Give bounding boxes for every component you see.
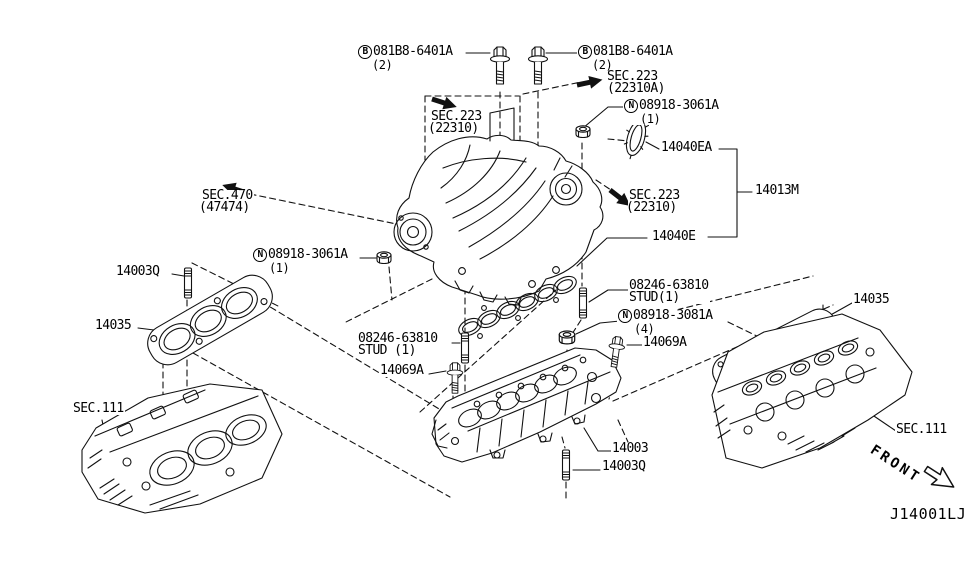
callout-14040ea: 14040EA bbox=[660, 140, 713, 155]
callout-14003: 14003 bbox=[611, 441, 650, 456]
callout-14013m: 14013M bbox=[754, 183, 800, 198]
callout-sec111-right: SEC.111 bbox=[895, 422, 948, 437]
nut-08918-top-drawing bbox=[575, 125, 591, 139]
front-arrow-icon bbox=[923, 465, 955, 488]
callout-sec223-left: SEC.223 (22310) bbox=[428, 109, 483, 136]
upper-intake-manifold-drawing bbox=[393, 107, 604, 306]
nut-08918-mid-drawing bbox=[376, 251, 392, 265]
callout-14069a-right: 14069A bbox=[642, 335, 688, 350]
callout-14035-right: 14035 bbox=[852, 292, 891, 307]
callout-sec223-right: SEC.223 (22310) bbox=[626, 188, 681, 215]
circled-n-icon: N bbox=[624, 99, 638, 113]
callout-stud-kit-right: 08246-63810 STUD(1) bbox=[628, 278, 710, 305]
collector-gasket-drawing bbox=[458, 275, 577, 339]
circled-n-icon: N bbox=[618, 309, 632, 323]
ring-gasket-drawing bbox=[623, 116, 649, 160]
nut-08918-lower-drawing bbox=[558, 330, 576, 345]
circled-b-icon: B bbox=[578, 45, 592, 59]
callout-sec470: SEC.470 (47474) bbox=[199, 188, 254, 215]
cylinder-head-left-drawing bbox=[81, 383, 283, 514]
callout-sec223-throttle: SEC.223 (22310A) bbox=[606, 69, 666, 96]
flange-bolt-right-drawing bbox=[527, 46, 549, 85]
lower-intake-manifold-drawing bbox=[431, 347, 622, 463]
bolt-14069a-left-drawing bbox=[446, 362, 464, 394]
callout-14003q-bottom: 14003Q bbox=[601, 459, 647, 474]
stud-08246-right-drawing bbox=[578, 287, 588, 319]
gasket-left-drawing bbox=[147, 274, 273, 366]
callout-14035-left: 14035 bbox=[94, 318, 133, 333]
flange-bolt-left-drawing bbox=[489, 46, 511, 85]
sec223-throttle-arrow-icon bbox=[575, 72, 605, 92]
stud-08246-left-drawing bbox=[460, 332, 470, 364]
stud-14003q-bottom-drawing bbox=[561, 449, 571, 481]
callout-14069a-left: 14069A bbox=[379, 363, 425, 378]
callout-14040e: 14040E bbox=[651, 229, 697, 244]
cylinder-head-right-drawing bbox=[711, 313, 913, 469]
stud-14003q-top-drawing bbox=[183, 267, 193, 299]
circled-n-icon: N bbox=[253, 248, 267, 262]
circled-b-icon: B bbox=[358, 45, 372, 59]
drawing-code: J14001LJ bbox=[890, 505, 967, 523]
callout-sec111-left: SEC.111 bbox=[72, 401, 125, 416]
callout-14003q-top: 14003Q bbox=[115, 264, 161, 279]
callout-stud-kit-left: 08246-63810 STUD (1) bbox=[357, 331, 439, 358]
